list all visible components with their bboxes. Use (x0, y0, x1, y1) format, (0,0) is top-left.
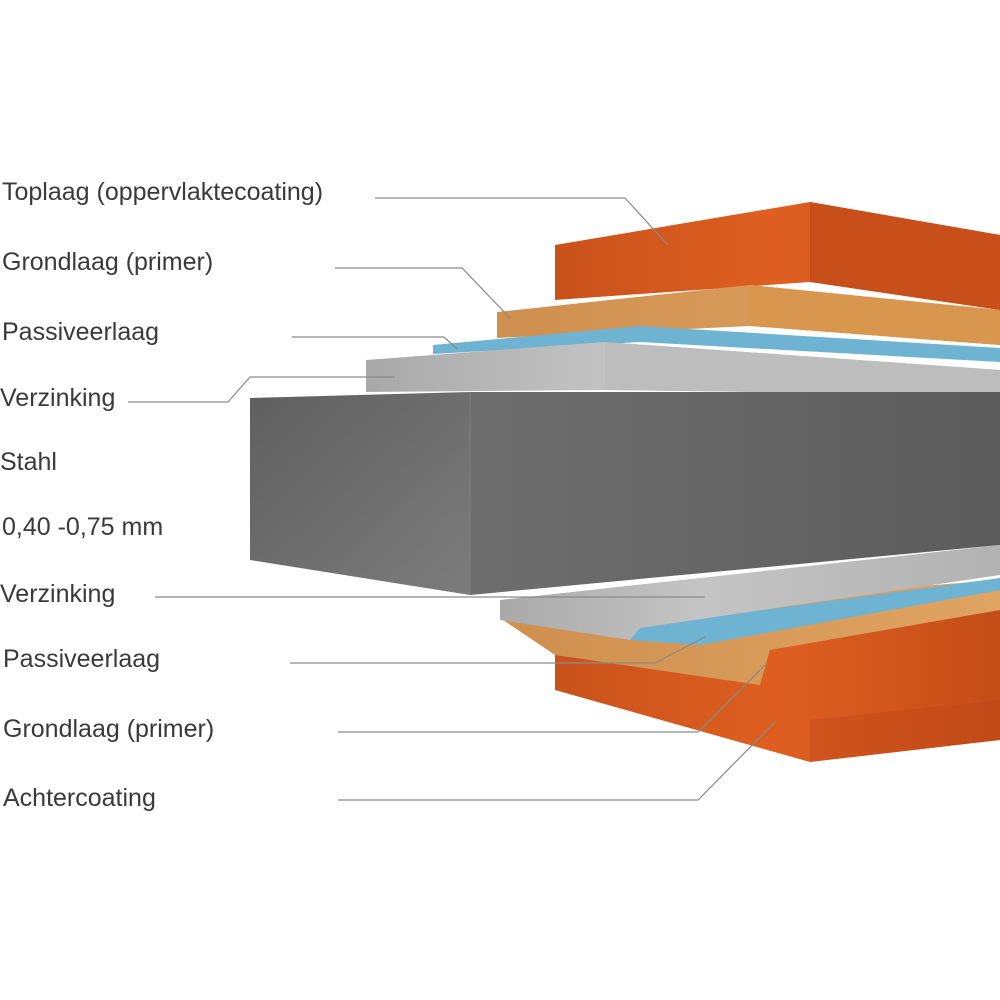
leader-grondlaag-bottom (338, 664, 766, 733)
leader-passiveer-top (292, 336, 458, 350)
passiveerlaag-top-front (433, 326, 1000, 362)
leader-passiveer-bottom (290, 636, 706, 664)
label-passiveerlaag-bottom: Passiveerlaag (3, 645, 160, 673)
toplaag-layer (555, 202, 1000, 310)
leader-lines (128, 197, 776, 801)
leader-achtercoating (338, 721, 776, 801)
label-passiveerlaag-top: Passiveerlaag (2, 318, 159, 346)
passiveerlaag-bottom-front (630, 578, 1000, 645)
passiveerlaag-bottom-layer (630, 578, 1000, 645)
label-grondlaag-top: Grondlaag (primer) (2, 248, 213, 276)
verzinking-bottom-layer (500, 545, 1000, 640)
passiveerlaag-top-layer (433, 326, 1000, 362)
leader-toplaag (375, 197, 669, 246)
label-achtercoating: Achtercoating (3, 784, 156, 812)
leader-grondlaag-top (335, 267, 511, 319)
stahl-core (250, 392, 1000, 595)
labels: Toplaag (oppervlaktecoating) Grondlaag (… (0, 178, 323, 812)
verzinking-top-layer (366, 342, 1000, 395)
stahl-right-face (470, 392, 1000, 595)
stahl-front-face (250, 392, 470, 595)
label-thickness: 0,40 -0,75 mm (2, 513, 163, 541)
leader-verzinking-top (128, 376, 395, 403)
label-stahl: Stahl (0, 448, 57, 476)
verzinking-bottom-front (500, 545, 1000, 640)
label-verzinking-top: Verzinking (0, 384, 115, 412)
label-verzinking-bottom: Verzinking (0, 580, 115, 608)
label-grondlaag-bottom: Grondlaag (primer) (3, 715, 214, 743)
label-toplaag: Toplaag (oppervlaktecoating) (2, 178, 323, 206)
